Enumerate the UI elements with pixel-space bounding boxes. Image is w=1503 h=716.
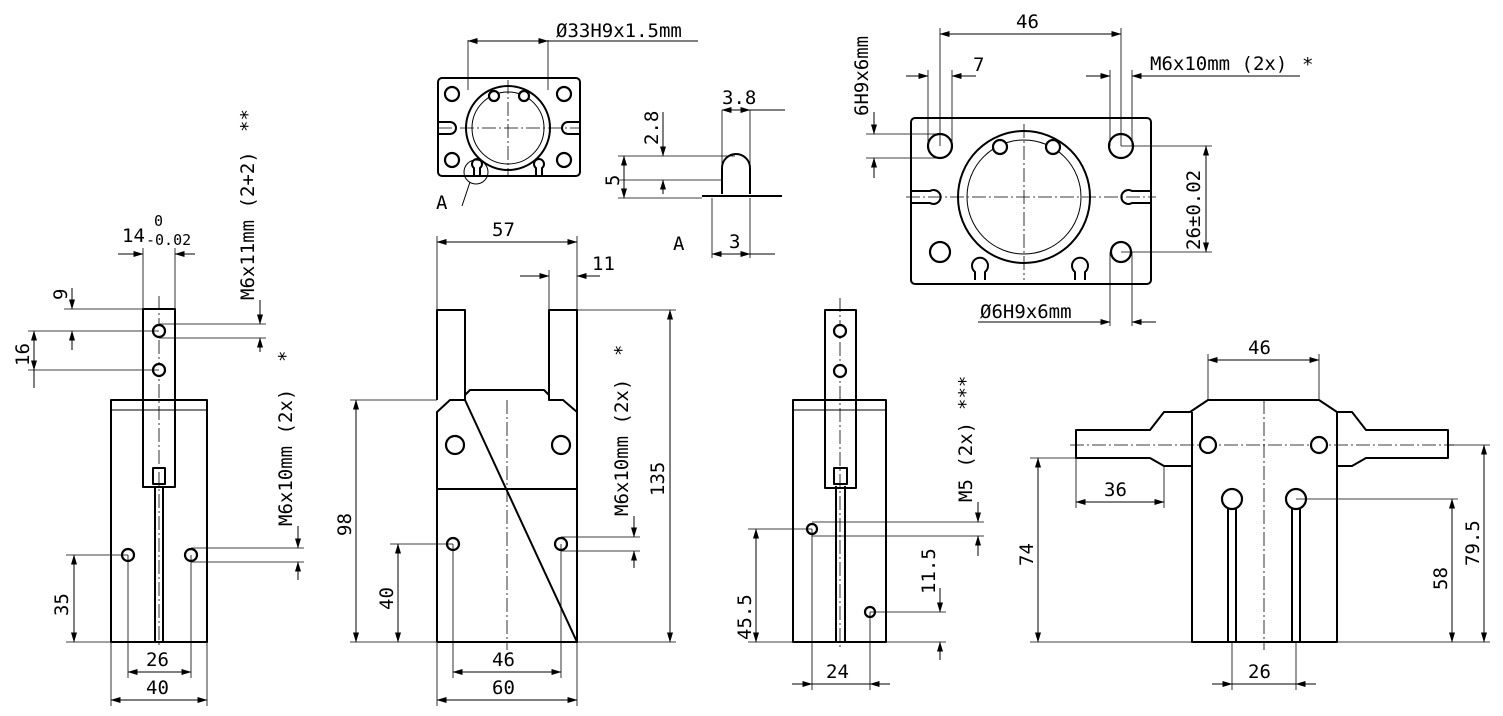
right-thread-label: M5 (2x)	[955, 422, 977, 502]
view-bottom-plate: 46 7 M6x10mm (2x) * 6H9x6mm 26±0.02 Ø6H9…	[851, 11, 1313, 326]
left-dim-40: 40	[146, 677, 169, 699]
open-dim-58: 58	[1430, 567, 1452, 590]
view-side-left: 14 0 -0.02 9 16 M6x11mm (2+2) ** M6x10mm…	[12, 109, 304, 706]
front-dim-57: 57	[492, 219, 515, 241]
left-width-label: 14	[122, 225, 145, 247]
front-dim-135: 135	[647, 462, 669, 496]
left-dim-26: 26	[146, 649, 169, 671]
front-dim-11: 11	[592, 253, 615, 275]
view-front: 57 11 98 40 M6x10mm (2x) * 135 46 60	[334, 219, 676, 706]
view-side-right: M5 (2x) *** 45.5 11.5 24	[734, 298, 984, 690]
bore-label: Ø33H9x1.5mm	[556, 20, 682, 42]
left-dim-35: 35	[51, 593, 73, 616]
left-thread-mid-mark: *	[275, 351, 297, 362]
detail-dim-5: 5	[602, 175, 624, 186]
bottom-dim-26-tol: 26±0.02	[1183, 170, 1205, 250]
front-dim-40: 40	[376, 587, 398, 610]
right-thread-mark: ***	[955, 376, 977, 410]
detail-dim-2-8: 2.8	[641, 111, 663, 145]
left-tol-lower: -0.02	[146, 231, 191, 249]
bottom-pin-top-label: 6H9x6mm	[851, 36, 873, 116]
view-open-jaws: 46 36 74 58 79.5 26	[1016, 337, 1490, 690]
front-dim-46: 46	[492, 649, 515, 671]
left-thread-mid-label: M6x10mm (2x)	[275, 389, 297, 526]
open-dim-79-5: 79.5	[1462, 520, 1484, 566]
bottom-thread-mark: *	[1302, 54, 1313, 76]
front-dim-60: 60	[492, 677, 515, 699]
view-detail-a: 3.8 2.8 5 3 A	[602, 87, 785, 258]
open-dim-74: 74	[1016, 543, 1038, 566]
left-dim-9: 9	[50, 289, 72, 300]
right-dim-11-5: 11.5	[918, 548, 940, 594]
detail-ref: A	[436, 192, 448, 214]
left-tol-upper: 0	[154, 212, 163, 230]
bottom-pin-bottom-label: Ø6H9x6mm	[980, 301, 1072, 323]
front-thread-mark: *	[611, 345, 633, 356]
open-dim-36: 36	[1104, 479, 1127, 501]
bottom-thread-label: M6x10mm (2x)	[1150, 53, 1287, 75]
left-thread-top-mark: **	[237, 109, 259, 132]
open-dim-26: 26	[1248, 661, 1271, 683]
detail-dim-3: 3	[729, 231, 740, 253]
right-dim-24: 24	[826, 661, 849, 683]
front-dim-98: 98	[334, 513, 356, 536]
left-dim-16: 16	[12, 343, 34, 366]
view-top-plate: Ø33H9x1.5mm A	[436, 20, 698, 214]
front-thread-label: M6x10mm (2x)	[611, 379, 633, 516]
detail-a-label: A	[673, 233, 685, 255]
bottom-dim-7: 7	[973, 54, 984, 76]
detail-dim-3-8: 3.8	[722, 87, 756, 109]
open-dim-46: 46	[1248, 337, 1271, 359]
left-thread-top-label: M6x11mm (2+2)	[237, 151, 259, 300]
bottom-dim-46: 46	[1016, 11, 1039, 33]
right-dim-45-5: 45.5	[734, 594, 756, 640]
